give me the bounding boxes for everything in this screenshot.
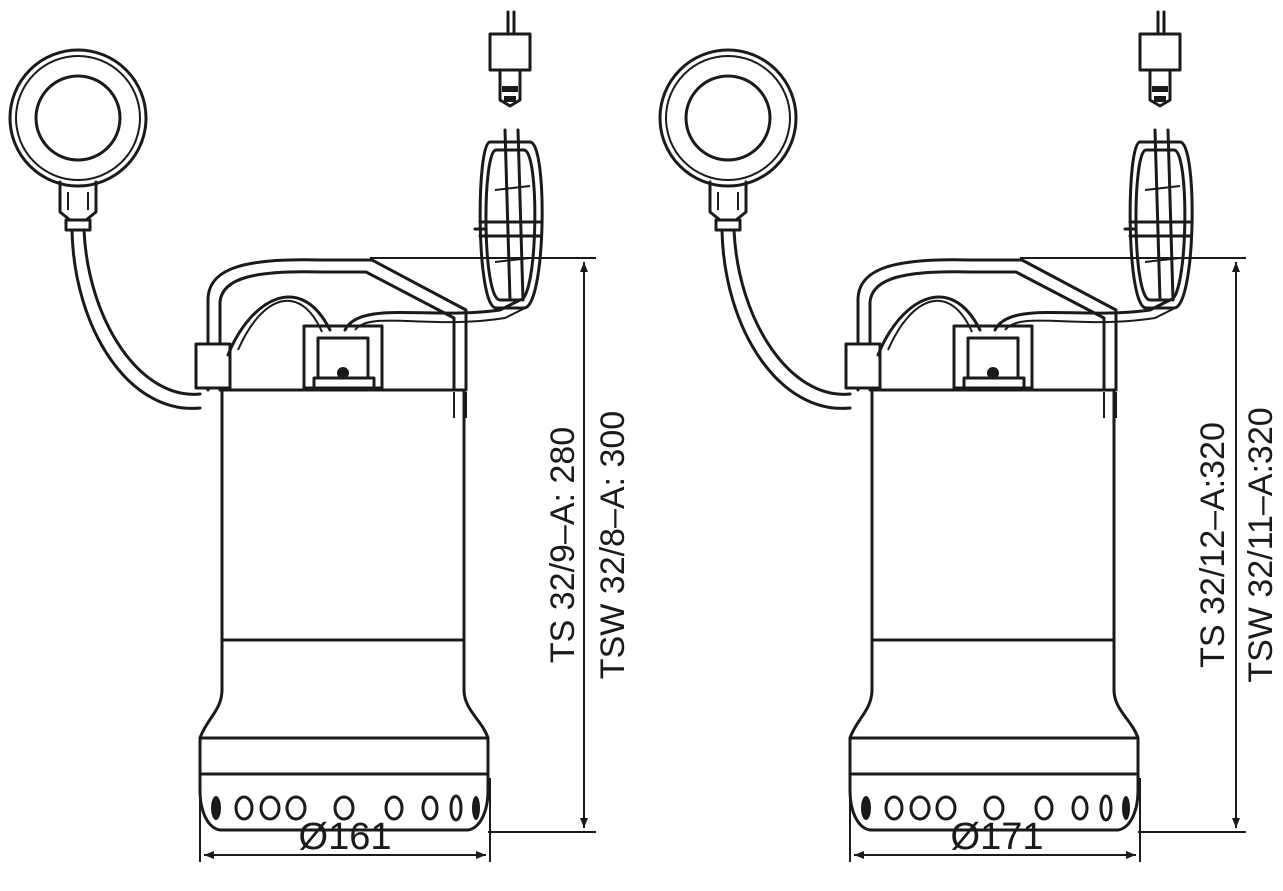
height-label-ts: TS 32/12–A:320	[1194, 422, 1232, 668]
height-label-tsw: TSW 32/8–A: 300	[594, 411, 632, 679]
pump-1: Ø161 TS 32/9–A: 280 TSW 32/8–A: 300	[8, 10, 632, 862]
height-label-tsw: TSW 32/11–A:320	[1242, 407, 1280, 682]
diameter-label: Ø161	[299, 816, 392, 858]
height-label-ts: TS 32/9–A: 280	[544, 427, 582, 663]
pump-2: Ø171 TS 32/12–A:320 TSW 32/11–A:320	[658, 10, 1280, 862]
diameter-label: Ø171	[951, 816, 1044, 858]
